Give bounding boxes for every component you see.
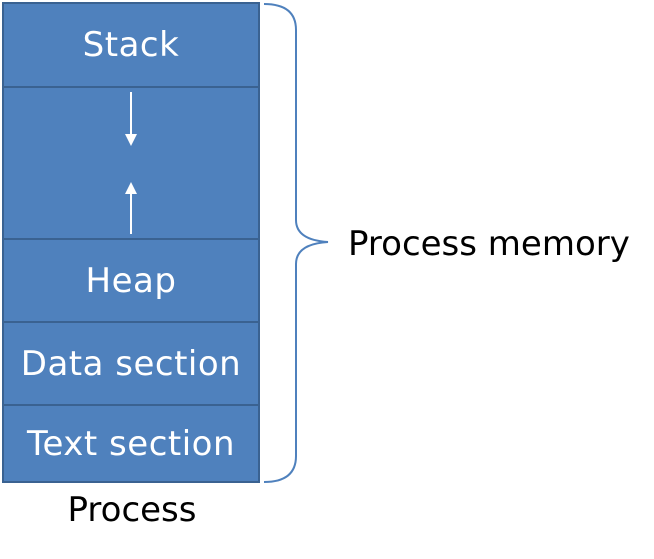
growth-arrows xyxy=(125,92,137,234)
data-section-label: Data section xyxy=(20,343,242,384)
data-section-segment: Data section xyxy=(4,323,258,406)
heap-growth-up-arrow xyxy=(125,182,137,234)
text-section-label: Text section xyxy=(26,423,236,464)
process-memory-label: Process memory xyxy=(348,224,630,264)
stack-label: Stack xyxy=(82,25,180,65)
free-space-segment xyxy=(4,88,258,240)
heap-label: Heap xyxy=(85,260,177,301)
stack-growth-down-arrow xyxy=(125,92,137,146)
text-section-segment: Text section xyxy=(4,406,258,481)
heap-segment: Heap xyxy=(4,240,258,323)
process-memory-block: Stack Heap Data section Text section xyxy=(2,2,260,483)
process-caption: Process xyxy=(67,490,197,530)
stack-segment: Stack xyxy=(4,4,258,88)
curly-brace xyxy=(263,3,329,483)
